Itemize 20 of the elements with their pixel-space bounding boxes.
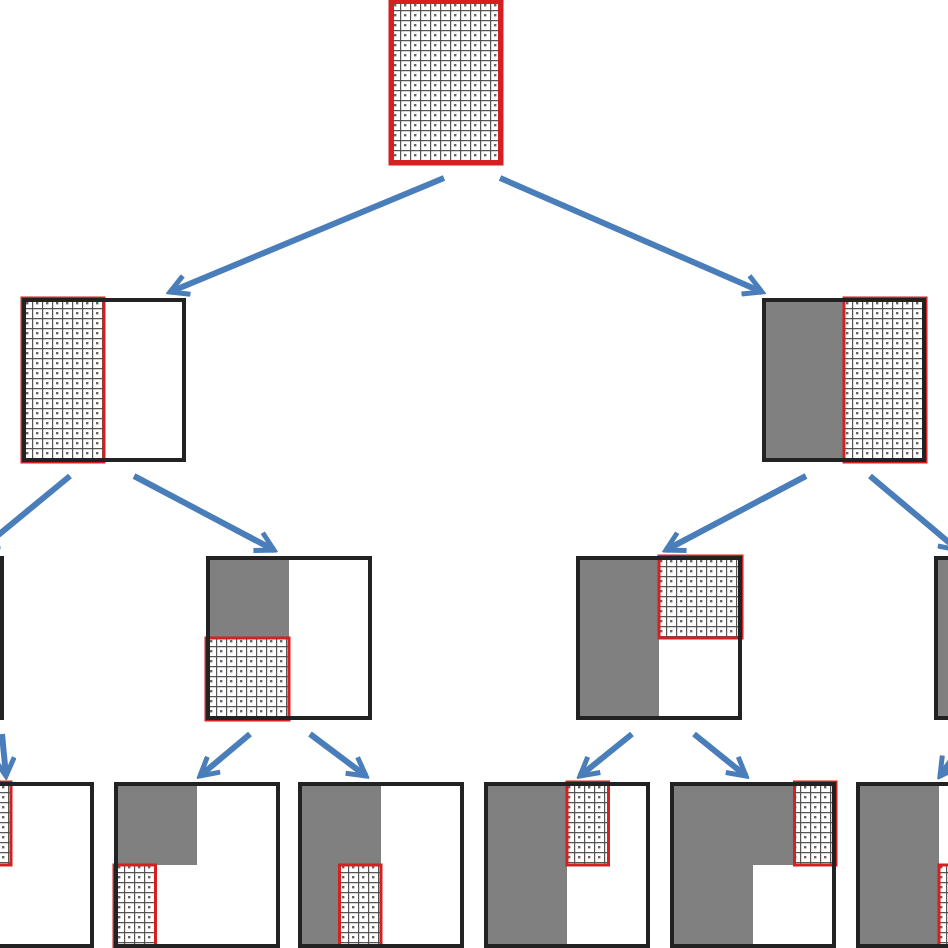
grid-square-drawing xyxy=(670,782,836,948)
grid-square-drawing xyxy=(22,298,186,462)
arrow xyxy=(132,473,277,553)
arrow xyxy=(308,731,369,779)
arrow xyxy=(692,731,749,779)
arrow xyxy=(868,473,948,553)
arrow xyxy=(663,473,808,553)
arrow xyxy=(0,733,17,779)
grid-square-drawing xyxy=(114,782,280,948)
grid-square-drawing xyxy=(390,0,502,164)
grid-square-drawing xyxy=(206,556,372,720)
grid-square-drawing xyxy=(762,298,926,462)
grid-square-drawing xyxy=(298,782,464,948)
grid-square-drawing xyxy=(576,556,742,720)
arrow xyxy=(577,731,634,779)
arrow xyxy=(197,731,252,779)
grid-square-drawing xyxy=(484,782,650,948)
arrow xyxy=(167,175,446,297)
arrow xyxy=(498,175,765,297)
arrow xyxy=(0,473,72,553)
